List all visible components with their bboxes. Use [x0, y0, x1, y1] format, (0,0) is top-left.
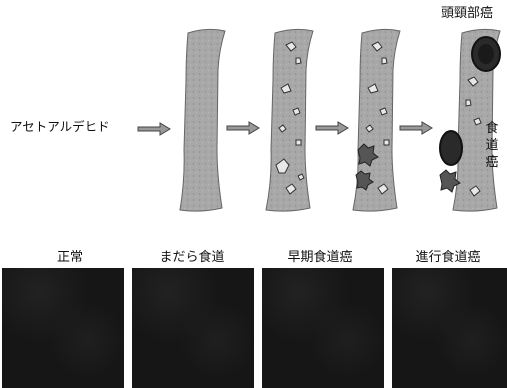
- stage-label-mottled: まだら食道: [132, 246, 252, 265]
- arrow-1: [138, 123, 170, 135]
- stage-label-early-cancer: 早期食道癌: [260, 246, 380, 265]
- esophagus-normal: [180, 29, 225, 211]
- head-neck-cancer-label: 頭頸部癌: [441, 7, 493, 21]
- endoscopy-image-early-cancer: [262, 268, 384, 388]
- esophagus-early-cancer: [353, 29, 400, 211]
- stage-label-normal: 正常: [10, 246, 130, 265]
- arrow-2: [227, 122, 259, 134]
- arrow-4: [400, 122, 432, 134]
- endoscopy-image-normal: [2, 268, 124, 388]
- endoscopy-image-advanced-cancer: [392, 268, 507, 388]
- acetaldehyde-label: アセトアルデヒド: [10, 120, 110, 134]
- stage-label-advanced-cancer: 進行食道癌: [388, 246, 507, 265]
- endoscopy-image-mottled: [132, 268, 254, 388]
- arrow-3: [316, 122, 348, 134]
- esophagus-mottled: [266, 29, 313, 211]
- esophageal-cancer-label: 食道癌: [484, 120, 500, 171]
